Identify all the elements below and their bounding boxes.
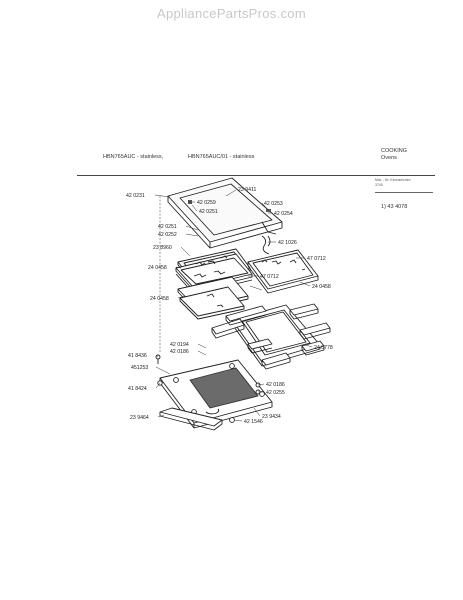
part-label: 23 8960	[153, 245, 172, 251]
corner-box-rule	[375, 192, 433, 193]
part-label: 42 0255	[266, 390, 285, 396]
part-label: 42 0194	[170, 342, 189, 348]
right-glass-pane	[247, 249, 319, 294]
part-label: 42 1546	[244, 419, 263, 425]
part-label: 23 9411	[238, 187, 256, 193]
part-label: 42 0231	[126, 193, 145, 199]
part-label: 42 0259	[197, 200, 216, 206]
part-label: 42 0253	[264, 201, 283, 207]
watermark-text: AppliancePartsPros.com	[157, 6, 306, 21]
part-label: 42 0251	[199, 209, 218, 215]
part-label: 42 0186	[170, 349, 189, 355]
part-label: 24 0458	[312, 284, 331, 290]
corner-box: Mat. - Nr. Kennzeichen 3740	[375, 178, 411, 187]
part-label: 23 9464	[130, 415, 149, 421]
part-label: 451253	[131, 365, 148, 371]
part-label: 42 1026	[278, 240, 297, 246]
corner-box-line-2: 3740	[375, 182, 383, 187]
frame-seal-assembly	[211, 303, 331, 370]
header-rule	[77, 175, 435, 176]
part-labels: 42 0231 23 9411 42 0259 42 0253 42 0251 …	[126, 187, 333, 425]
part-label: 24 0458	[148, 265, 167, 271]
part-label: 41 8436	[128, 353, 147, 359]
category-label: COOKING	[381, 148, 407, 154]
leader-lines	[154, 189, 313, 422]
part-label: 47 0712	[307, 256, 326, 262]
part-label: 42 0186	[266, 382, 285, 388]
part-label: 47 0712	[260, 274, 279, 280]
part-label: 42 0254	[274, 211, 293, 217]
part-label: 24 0458	[150, 296, 169, 302]
model-label-1: HBN765AUC - stainless,	[103, 154, 164, 160]
reference-note: 1) 43 4078	[381, 204, 408, 210]
part-label: 23 9434	[262, 414, 281, 420]
part-label: 42 0251	[158, 224, 177, 230]
subcategory-label: Ovens	[381, 155, 397, 161]
handle-strip	[159, 407, 223, 431]
top-frame-part	[167, 177, 283, 255]
model-label-2: HBN765AUC/01 - stainless	[188, 154, 255, 160]
part-label: 24 0778	[314, 345, 333, 351]
glass-pane-stack	[175, 248, 253, 320]
part-label: 42 0252	[158, 232, 177, 238]
corner-box-line-1: Mat. - Nr. Kennzeichen	[375, 178, 411, 182]
bottom-door-panel	[159, 359, 273, 429]
part-label: 41 8424	[128, 386, 147, 392]
